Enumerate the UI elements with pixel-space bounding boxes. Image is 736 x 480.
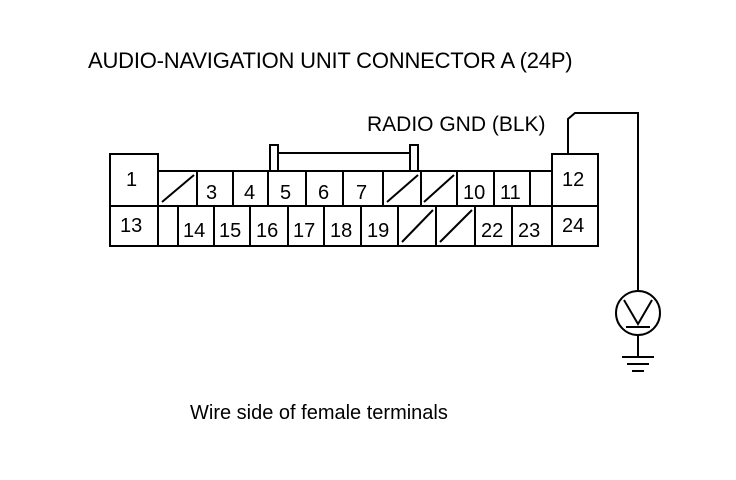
terminal-label: 10 xyxy=(463,182,485,204)
terminal-label: 15 xyxy=(219,220,241,242)
locking-tab-left xyxy=(269,144,279,172)
empty-cavity-slash xyxy=(161,174,195,203)
voltmeter-icon xyxy=(615,290,661,336)
terminal-label: 5 xyxy=(280,182,291,204)
terminal-label: 23 xyxy=(518,220,540,242)
diagram-caption: Wire side of female terminals xyxy=(190,402,448,424)
empty-cavity-slash xyxy=(401,209,434,243)
terminal-label: 11 xyxy=(500,182,521,204)
terminal-label: 7 xyxy=(356,182,367,204)
terminal-label: 22 xyxy=(481,220,503,242)
terminal-label: 16 xyxy=(256,220,278,242)
terminal-label: 4 xyxy=(244,182,255,204)
terminal-label: 12 xyxy=(562,169,584,191)
locking-tab-right xyxy=(409,144,419,172)
terminal-label: 19 xyxy=(367,220,389,242)
wire-label: RADIO GND (BLK) xyxy=(367,113,546,136)
terminal-label: 1 xyxy=(126,169,137,191)
ground-wire xyxy=(567,112,639,290)
terminal-label: 24 xyxy=(562,215,584,237)
empty-cavity-slash xyxy=(423,174,455,203)
terminal-label: 13 xyxy=(120,215,142,237)
diagram-title: AUDIO-NAVIGATION UNIT CONNECTOR A (24P) xyxy=(88,48,573,73)
empty-cavity-slash xyxy=(439,209,473,243)
terminal-label: 17 xyxy=(293,220,315,242)
voltmeter-v-mark xyxy=(623,299,653,326)
terminal-label: 3 xyxy=(206,182,217,204)
terminal-label: 18 xyxy=(330,220,352,242)
connector-outline xyxy=(109,153,599,247)
terminal-label: 14 xyxy=(183,220,205,242)
empty-cavity-slash xyxy=(386,174,419,203)
terminal-label: 6 xyxy=(318,182,329,204)
